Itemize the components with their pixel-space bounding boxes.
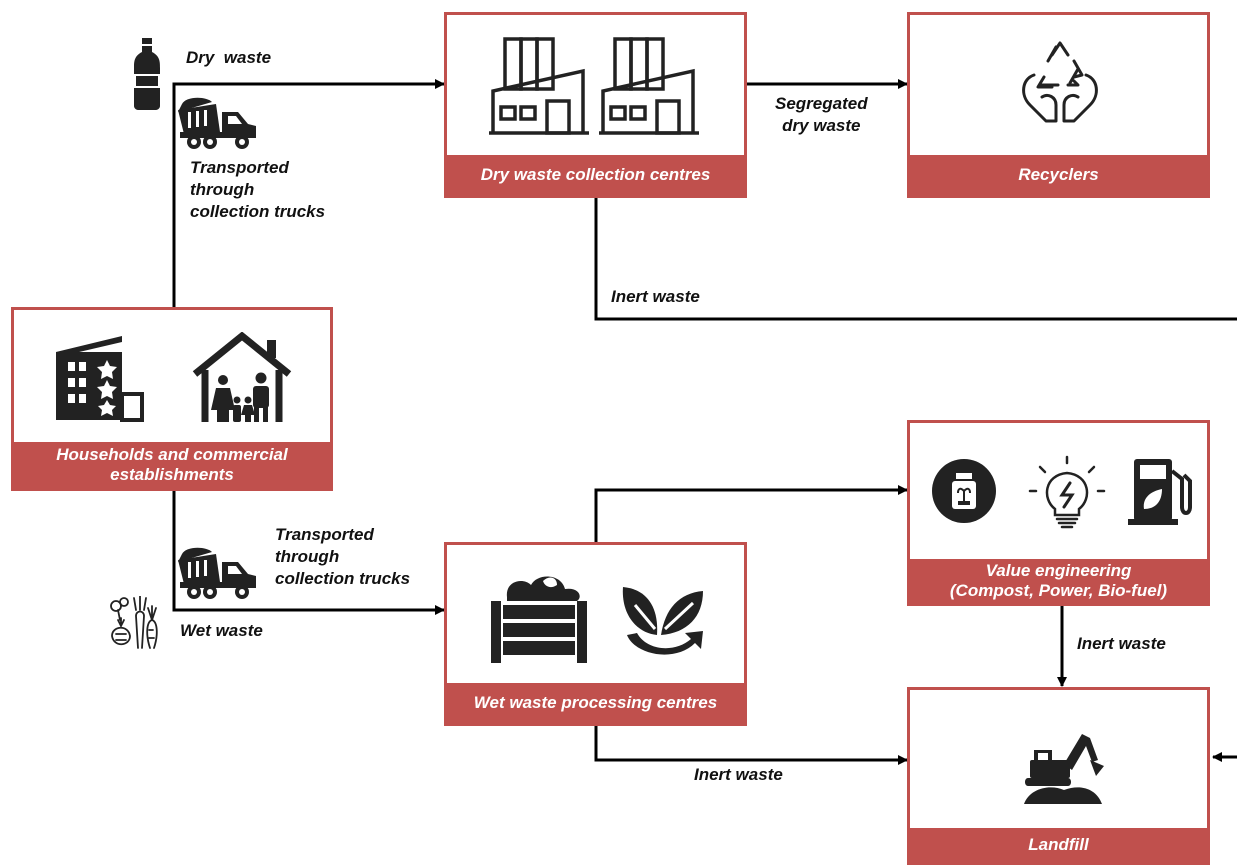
excavator-icon (1024, 734, 1104, 804)
label-inert-value: Inert waste (1077, 634, 1166, 653)
compost-bin-icon (491, 576, 587, 663)
households-label-line1: Households and commercial (56, 445, 288, 464)
recyclers-label: Recyclers (1018, 165, 1099, 184)
label-line: collection trucks (275, 569, 411, 588)
label-line: Segregated (775, 94, 868, 113)
edge-wet-to-value (594, 485, 908, 542)
fuel-pump-icon (1128, 459, 1192, 525)
recycle-hands-icon (1022, 41, 1098, 123)
bottle-icon (134, 38, 160, 110)
label-transport-top: Transported through collection trucks (190, 157, 325, 223)
node-recyclers: Recyclers (907, 12, 1210, 198)
node-households-label: Households and commercial establishments (14, 442, 330, 488)
dump-truck-icon (178, 97, 256, 149)
label-inert-top: Inert waste (611, 287, 700, 306)
node-households: Households and commercial establishments (11, 307, 333, 491)
node-landfill-label: Landfill (910, 828, 1207, 862)
node-dry-collection-label: Dry waste collection centres (447, 155, 744, 195)
wet-centres-label: Wet waste processing centres (473, 693, 718, 712)
edge-inert-top (594, 198, 1237, 321)
label-line: collection trucks (190, 202, 326, 221)
fertilizer-jar-icon (932, 459, 996, 523)
vegetables-icon (110, 596, 158, 649)
dry-centres-label: Dry waste collection centres (480, 165, 711, 184)
node-value-engineering: Value engineering (Compost, Power, Bio-f… (907, 420, 1210, 606)
label-segregated: Segregated dry waste (775, 93, 868, 137)
edge-inert-wet (594, 726, 908, 765)
label-line: through (190, 180, 255, 199)
hotel-icon (56, 336, 144, 422)
node-wet-processing-label: Wet waste processing centres (447, 683, 744, 723)
node-dry-collection-centres: Dry waste collection centres (444, 12, 747, 198)
label-line: dry waste (782, 116, 861, 135)
dump-truck-icon (178, 547, 256, 599)
households-label-line2: establishments (110, 465, 234, 484)
lightbulb-icon (1028, 455, 1106, 529)
family-house-icon (192, 332, 292, 422)
node-value-engineering-label: Value engineering (Compost, Power, Bio-f… (910, 559, 1207, 603)
label-wet-waste: Wet waste (180, 621, 263, 640)
value-label-line2: (Compost, Power, Bio-fuel) (949, 581, 1168, 600)
label-dry-waste: Dry waste (186, 48, 272, 67)
node-recyclers-label: Recyclers (910, 155, 1207, 195)
edge-dry-waste (172, 79, 445, 308)
label-transport-bottom: Transported through collection trucks (275, 524, 410, 590)
landfill-label: Landfill (1028, 835, 1089, 854)
leaf-cycle-icon (622, 587, 703, 655)
factory-icon (489, 37, 699, 135)
label-line: through (275, 547, 340, 566)
node-landfill: Landfill (907, 687, 1210, 865)
label-line: Transported (275, 525, 374, 544)
value-label-line1: Value engineering (985, 561, 1132, 580)
label-inert-wet: Inert waste (694, 765, 783, 784)
label-line: Transported (190, 158, 289, 177)
edge-wet-waste (172, 490, 445, 615)
node-wet-processing-centres: Wet waste processing centres (444, 542, 747, 726)
